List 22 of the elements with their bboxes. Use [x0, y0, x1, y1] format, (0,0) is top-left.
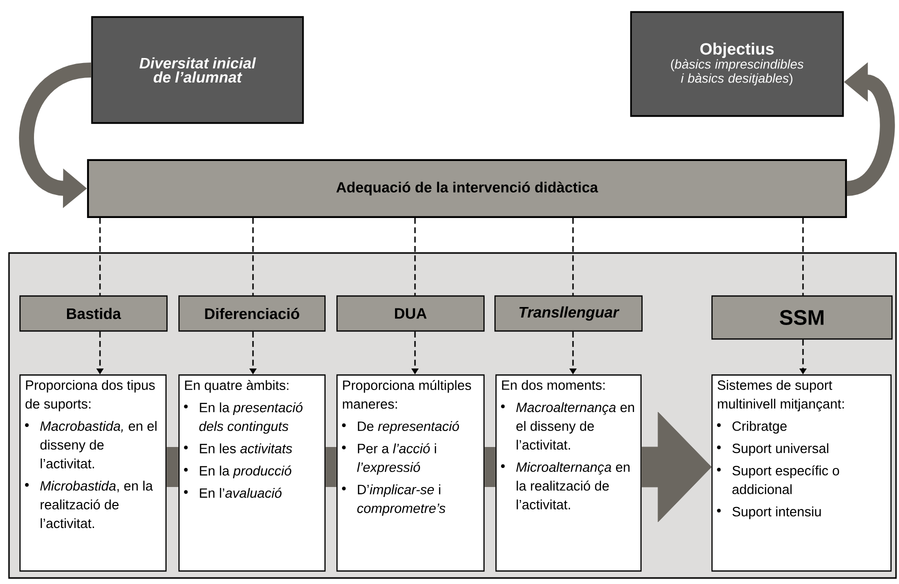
- text-box: Proporciona dos tipus de suports: Macrobastida, en el disseny de l’activitat. Microbastida, en la realització de l’activitat.: [19, 374, 167, 572]
- text-box: En dos moments: Macroalternança en el disseny de l’activitat. Microalternança en la realització de l’activitat.: [495, 374, 642, 572]
- dashed-line: [572, 218, 574, 296]
- banner-box: Adequació de la intervenció didàctica: [87, 159, 847, 218]
- dashed-line: [99, 218, 101, 296]
- heading-box: Diversitat inicial de l’alumnat: [91, 16, 304, 124]
- dashed-line: [252, 218, 254, 296]
- block-arrow: [641, 412, 712, 522]
- label-box: Diferenciació: [178, 295, 326, 332]
- label-box: Bastida: [19, 295, 168, 332]
- connector-band: [166, 447, 178, 487]
- connector-band: [326, 447, 336, 487]
- dashed-line: [802, 218, 804, 296]
- label-box: DUA: [336, 295, 485, 332]
- text-box: En quatre àmbits: En la presentació dels continguts En les activitats En la producció En l’avaluació: [178, 374, 326, 572]
- label-box: SSM: [711, 295, 893, 340]
- heading-box: Objectius (bàsics imprescindibles i bàsics desitjables): [630, 11, 844, 117]
- text-box: Proporciona múltiples maneres: De representació Per a l’acció i l’expressió D’implicar-se i comprometre’s: [336, 374, 485, 572]
- dashed-line: [414, 218, 416, 296]
- text-box: Sistemes de suport multinivell mitjançant: Cribratge Suport universal Suport específic o addicional Suport intensiu: [711, 374, 892, 572]
- connector-band: [484, 447, 496, 487]
- label-box: Transllenguar: [494, 295, 643, 332]
